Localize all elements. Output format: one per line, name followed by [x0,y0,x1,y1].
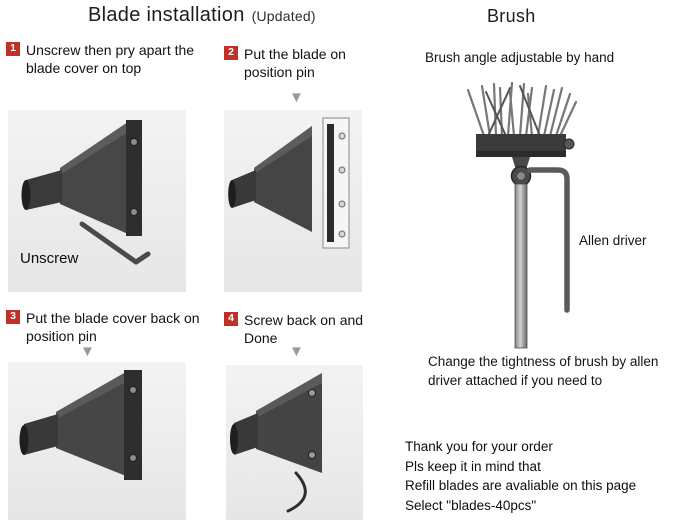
footer-line: Thank you for your order [405,439,553,454]
step-4-caption: 4 Screw back on and Done [224,311,374,348]
footer-note: Thank you for your order Pls keep it in … [405,437,636,515]
down-arrow-icon: ▼ [289,343,304,360]
brush-note-top: Brush angle adjustable by hand [425,50,615,65]
footer-line: Refill blades are avaliable on this page [405,478,637,493]
step-4-text: Screw back on and Done [244,312,364,347]
brush-note-bottom: Change the tightness of brush by allen d… [428,354,659,389]
allen-driver-label: Allen driver [579,233,647,248]
footer-line: Select "blades-40pcs" [405,497,537,513]
step-4-number-badge: 4 [224,312,238,326]
step-2-number-badge: 2 [224,46,238,60]
step-2-image-panel [224,110,362,292]
unscrew-label: Unscrew [20,250,79,267]
step-1-text: Unscrew then pry apart the blade cover o… [26,42,195,77]
page-title: Blade installation (Updated) [88,4,316,27]
down-arrow-icon: ▼ [80,343,95,360]
brush-illustration [420,78,660,350]
step-3-number-badge: 3 [6,310,20,324]
step-3-caption: 3 Put the blade cover back on position p… [6,309,206,346]
page-title-updated: (Updated) [251,8,316,24]
cover-back-illustration [19,370,142,480]
down-arrow-icon: ▼ [289,89,304,106]
step-3-image-panel [8,362,186,520]
blade-on-pin-illustration [228,117,350,249]
step-2-text: Put the blade on position pin [244,46,346,81]
step-3-text: Put the blade cover back on position pin [26,310,200,345]
step-1-caption: 1 Unscrew then pry apart the blade cover… [6,41,198,78]
step-1-number-badge: 1 [6,42,20,56]
scraper-unscrew-illustration [21,120,151,265]
step-1-image-panel: Unscrew [8,110,186,292]
brush-with-allen-driver-illustration [466,81,578,349]
page-title-text: Blade installation [88,4,245,26]
brush-section-title: Brush [487,6,536,26]
footer-line: Pls keep it in mind that [405,458,541,474]
step-2-caption: 2 Put the blade on position pin [224,45,374,82]
step-4-image-panel [226,365,363,520]
screw-back-illustration [230,373,322,513]
